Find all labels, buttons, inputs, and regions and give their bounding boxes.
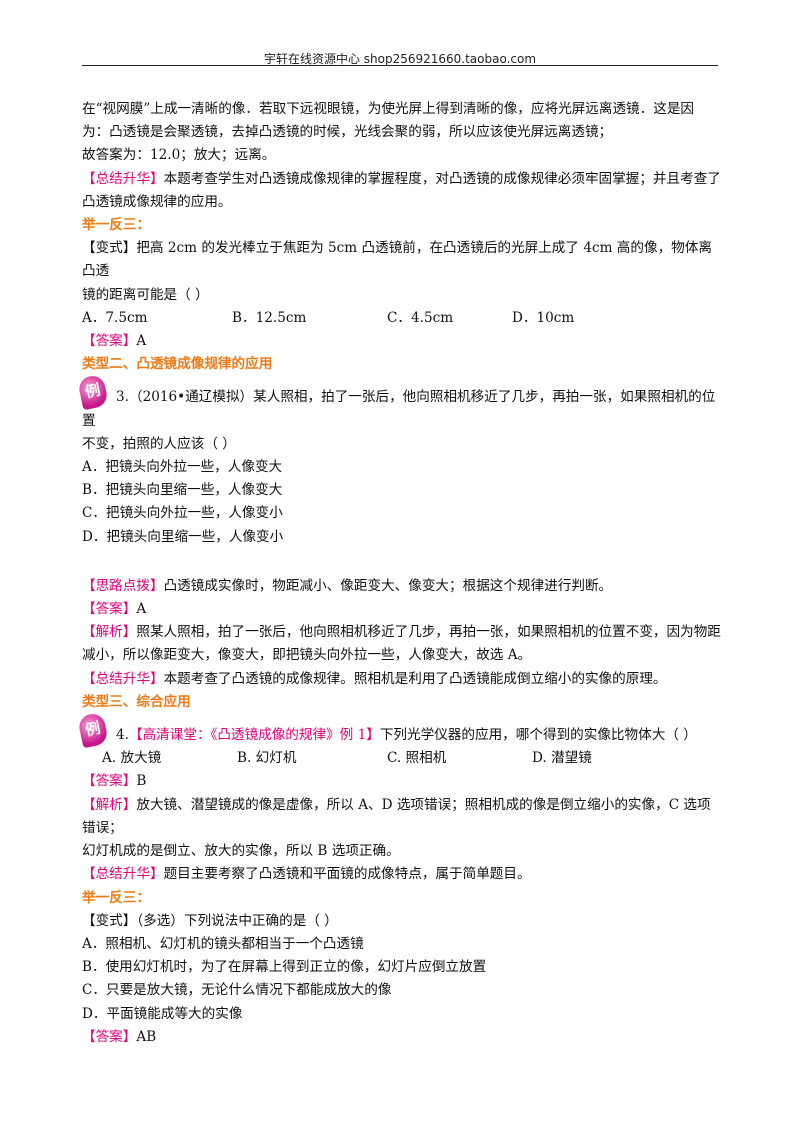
answer-value: A [136, 601, 147, 618]
summary-text: 题目主要考察了凸透镜和平面镜的成像特点，属于简单题目。 [163, 866, 531, 883]
summary-paragraph: 【总结升华】题目主要考察了凸透镜和平面镜的成像特点，属于简单题目。 [82, 863, 722, 886]
document-body: 在“视网膜”上成一清晰的像．若取下远视眼镜，为使光屏上得到清晰的像，应将光屏远离… [76, 98, 722, 1049]
answer-line: 【答案】A [82, 330, 722, 353]
analysis-text: 照某人照相，拍了一张后，他向照相机移近了几步，再拍一张，如果照相机的位置不变，因… [136, 624, 721, 641]
summary-text: 本题考查了凸透镜的成像规律。照相机是利用了凸透镜能成倒立缩小的实像的原理。 [163, 670, 667, 687]
variant-question-continuation: 镜的距离可能是（ ） [82, 286, 209, 303]
variant-options: A．7.5cm B．12.5cm C．4.5cm D．10cm [82, 307, 722, 330]
summary-text: 本题考查学生对凸透镜成像规律的掌握程度，对凸透镜的成像规律必须牢固掌握；并且考查… [163, 170, 721, 187]
summary-tag: 【总结升华】 [82, 170, 164, 187]
answer-tag: 【答案】 [82, 333, 137, 350]
variant-answer-line: 【答案】AB [82, 1026, 722, 1049]
answer-line: 【答案】B [82, 770, 722, 793]
variant-option-a: A．照相机、幻灯机的镜头都相当于一个凸透镜 [82, 935, 364, 952]
question-number: 4. [116, 727, 129, 744]
hint-text: 凸透镜成实像时，物距减小、像距变大、像变大；根据这个规律进行判断。 [163, 577, 613, 594]
section-title: 类型三、综合应用 [82, 693, 191, 710]
analysis-line: 【解析】放大镜、潜望镜成的像是虚像，所以 A、D 选项错误；照相机成的像是倒立缩… [82, 794, 722, 840]
question-text: 3.（2016•通辽模拟）某人照相，拍了一张后，他向照相机移近了几步，再拍一张，… [82, 389, 716, 429]
answer-value: AB [136, 1028, 157, 1045]
summary-tag: 【总结升华】 [82, 670, 164, 687]
question-text-continuation: 不变，拍照的人应该（ ） [82, 435, 236, 452]
variant-option-d: D．平面镜能成等大的实像 [82, 1005, 243, 1022]
analysis-line: 【解析】照某人照相，拍了一张后，他向照相机移近了几步，再拍一张，如果照相机的位置… [82, 621, 722, 644]
option-b: B. 幻灯机 [237, 750, 297, 767]
answer-line: 【答案】A [82, 598, 722, 621]
option-c: C．4.5cm [387, 309, 454, 326]
option-b: B．把镜头向里缩一些，人像变大 [82, 482, 283, 499]
question-options: A. 放大镜 B. 幻灯机 C. 照相机 D. 潜望镜 [82, 747, 722, 770]
option-a: A. 放大镜 [102, 750, 162, 767]
variant-question: 【变式】（多选）下列说法中正确的是（ ） [82, 912, 338, 929]
analysis-text: 放大镜、潜望镜成的像是虚像，所以 A、D 选项错误；照相机成的像是倒立缩小的实像… [82, 796, 711, 836]
hint-tag: 【思路点拨】 [82, 577, 164, 594]
question-text: 下列光学仪器的应用，哪个得到的实像比物体大（ ） [379, 727, 697, 744]
variant-question: 【变式】把高 2cm 的发光棒立于焦距为 5cm 凸透镜前，在凸透镜后的光屏上成… [82, 240, 712, 280]
analysis-continuation: 幻灯机成的是倒立、放大的实像，所以 B 选项正确。 [82, 843, 400, 860]
answer-tag: 【答案】 [82, 773, 137, 790]
analysis-tag: 【解析】 [82, 624, 137, 641]
header-rule [82, 65, 718, 66]
hint-line: 【思路点拨】凸透镜成实像时，物距减小、像距变大、像变大；根据这个规律进行判断。 [82, 575, 722, 598]
summary-continuation: 凸透镜成像规律的应用。 [82, 193, 232, 210]
analysis-continuation: 减小，所以像距变大，像变大，即把镜头向外拉一些，人像变大，故选 A。 [82, 647, 532, 664]
answer-tag: 【答案】 [82, 1028, 137, 1045]
option-b: B．12.5cm [232, 309, 307, 326]
option-d: D．把镜头向里缩一些，人像变小 [82, 528, 284, 545]
variant-option-b: B．使用幻灯机时，为了在屏幕上得到正立的像，幻灯片应倒立放置 [82, 959, 487, 976]
answer-tag: 【答案】 [82, 601, 137, 618]
text-line: 在“视网膜”上成一清晰的像．若取下远视眼镜，为使光屏上得到清晰的像，应将光屏远离… [82, 101, 695, 117]
section-title: 类型二、凸透镜成像规律的应用 [82, 356, 273, 373]
answer-value: B [136, 773, 147, 790]
option-a: A．把镜头向外拉一些，人像变大 [82, 459, 283, 476]
text-line: 为：凸透镜是会聚透镜，去掉凸透镜的时候，光线会聚的弱，所以应该使光屏远离透镜； [82, 124, 613, 141]
question-source: 【高清课堂：《凸透镜成像的规律》例 1】 [128, 727, 380, 744]
page-header: 宇轩在线资源中心 shop256921660.taobao.com [263, 52, 537, 66]
summary-paragraph: 【总结升华】本题考查学生对凸透镜成像规律的掌握程度，对凸透镜的成像规律必须牢固掌… [82, 168, 722, 191]
option-d: D. 潜望镜 [532, 750, 592, 767]
summary-tag: 【总结升华】 [82, 866, 164, 883]
summary-paragraph: 【总结升华】本题考查了凸透镜的成像规律。照相机是利用了凸透镜能成倒立缩小的实像的… [82, 668, 722, 691]
practice-heading: 举一反三： [82, 889, 150, 906]
option-c: C. 照相机 [387, 750, 447, 767]
answer-summary: 故答案为：12.0；放大；远离。 [82, 147, 276, 164]
analysis-tag: 【解析】 [82, 796, 137, 813]
answer-value: A [136, 333, 147, 350]
variant-option-c: C．只要是放大镜，无论什么情况下都能成放大的像 [82, 982, 392, 999]
option-d: D．10cm [512, 309, 575, 326]
practice-heading: 举一反三： [82, 217, 150, 234]
option-a: A．7.5cm [82, 309, 148, 326]
option-c: C．把镜头向外拉一些，人像变小 [82, 505, 283, 522]
